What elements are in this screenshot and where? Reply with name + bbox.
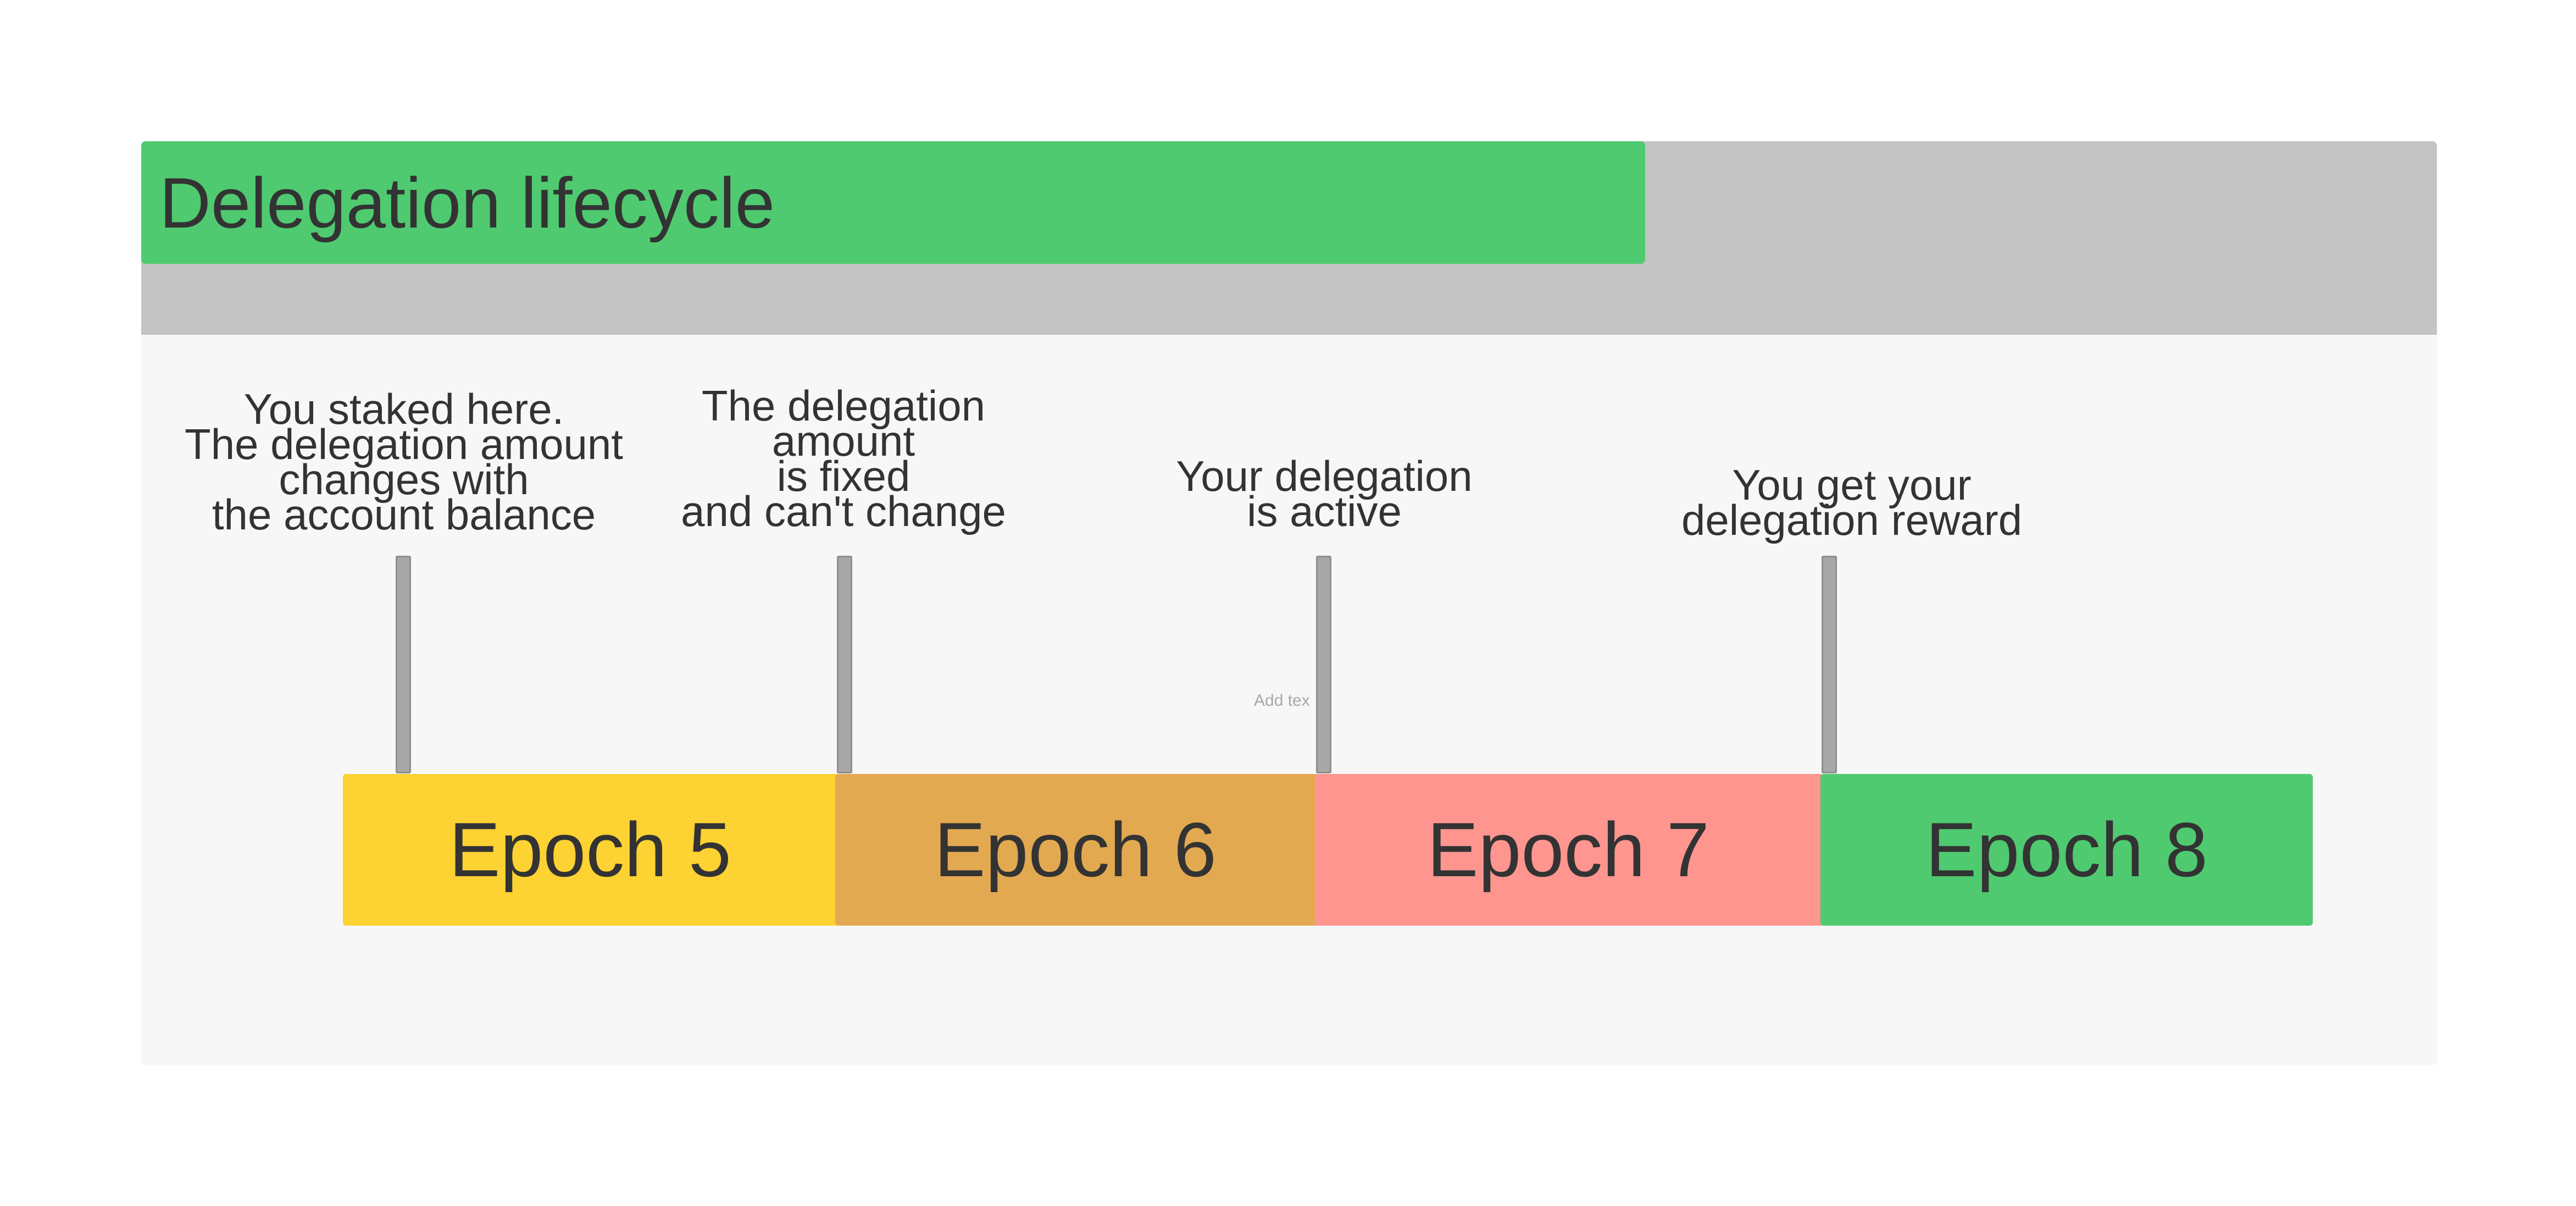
- annotation-active: Your delegation is active: [1176, 452, 1473, 535]
- annotation-reward: You get your delegation reward: [1681, 461, 2023, 544]
- marker-reward: [1822, 556, 1837, 773]
- epoch-6-block: Epoch 6: [835, 774, 1315, 926]
- epoch-8-label: Epoch 8: [1925, 806, 2208, 893]
- epoch-6-label: Epoch 6: [934, 806, 1217, 893]
- epoch-5-label: Epoch 5: [449, 806, 731, 893]
- annotation-fixed: The delegation amount is fixed and can't…: [681, 381, 1006, 535]
- marker-staked: [396, 556, 411, 773]
- epoch-5-block: Epoch 5: [343, 774, 837, 926]
- marker-active: [1316, 556, 1331, 773]
- marker-fixed: [837, 556, 852, 773]
- annotation-staked: You staked here. The delegation amount c…: [185, 385, 623, 539]
- epoch-7-block: Epoch 7: [1315, 774, 1822, 926]
- epoch-7-label: Epoch 7: [1427, 806, 1709, 893]
- epoch-8-block: Epoch 8: [1820, 774, 2313, 926]
- add-text-placeholder[interactable]: Add tex: [1254, 691, 1310, 710]
- diagram-title: Delegation lifecycle: [159, 162, 775, 243]
- title-bar: Delegation lifecycle: [141, 141, 1645, 264]
